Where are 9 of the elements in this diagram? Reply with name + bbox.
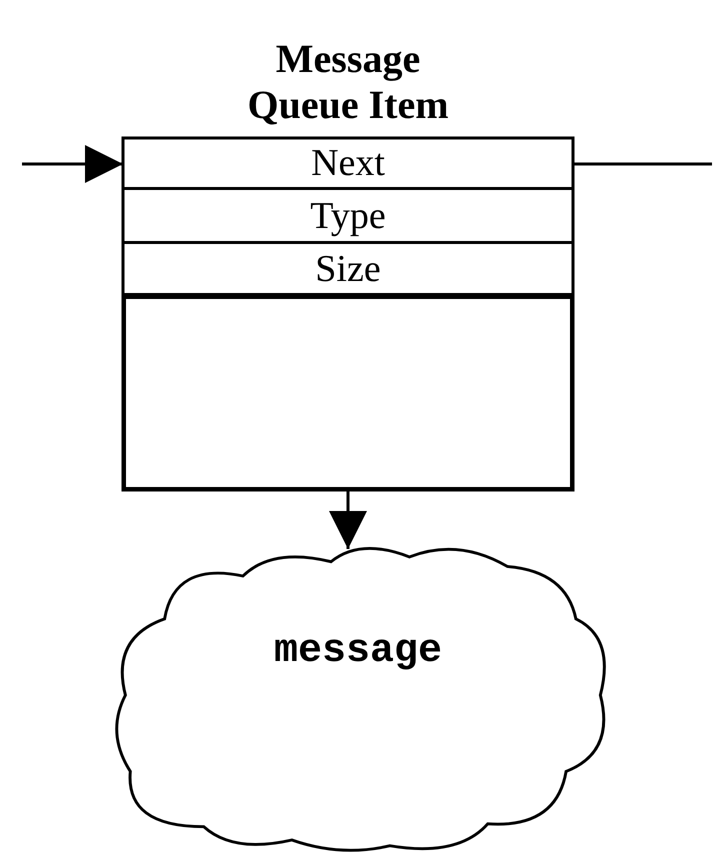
field-name: Size: [315, 248, 381, 290]
empty-cell: [123, 296, 573, 490]
arrow: [22, 145, 123, 183]
connector-line: [573, 162, 712, 166]
cloud-text: message: [272, 630, 444, 674]
record-heading: Message Queue Item: [246, 36, 450, 128]
arrow: [329, 490, 367, 549]
field-name: Type: [310, 194, 386, 236]
field-name: Next: [311, 142, 385, 184]
